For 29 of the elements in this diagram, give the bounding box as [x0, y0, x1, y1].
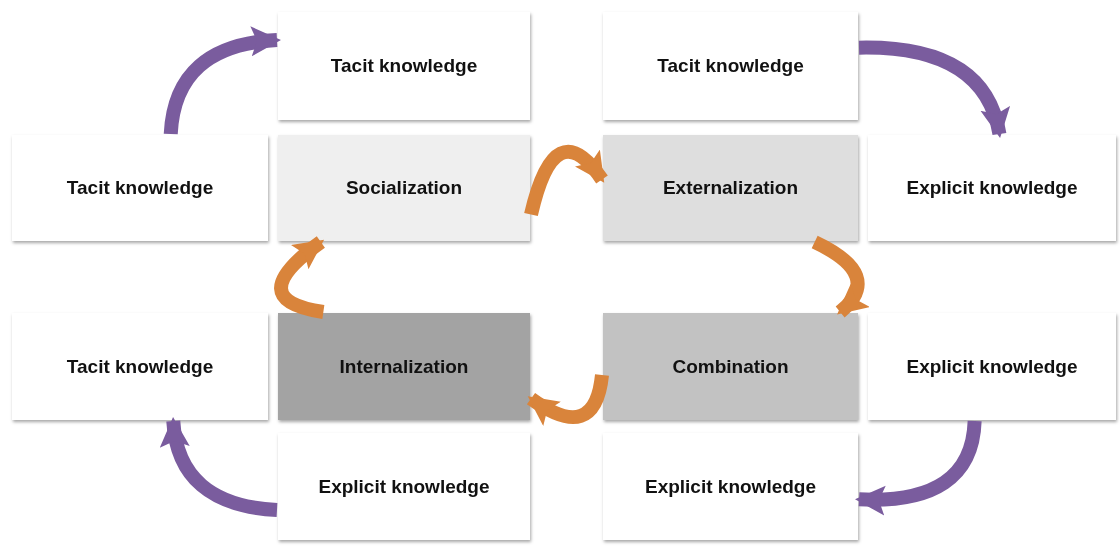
curved-arrow	[855, 420, 982, 515]
stage-box	[278, 135, 530, 241]
stage-box	[603, 313, 858, 420]
stage-box	[603, 135, 858, 241]
curved-arrow	[858, 40, 1009, 138]
box-label: Tacit knowledge	[330, 55, 478, 77]
knowledge-box	[603, 12, 858, 120]
box-label: Socialization	[345, 177, 463, 199]
box-label: Explicit knowledge	[318, 475, 490, 498]
box-label: Combination	[672, 355, 789, 378]
knowledge-box	[12, 313, 268, 420]
knowledge-box	[278, 433, 530, 540]
knowledge-box	[868, 313, 1116, 420]
box-label: Explicit knowledge	[644, 475, 816, 498]
box-label: Tacit knowledge	[657, 55, 804, 77]
box-label: Internalization	[339, 355, 469, 378]
knowledge-box	[278, 12, 530, 120]
stage-box	[278, 313, 530, 420]
box-label: Tacit knowledge	[66, 355, 214, 378]
knowledge-box	[868, 135, 1116, 241]
knowledge-box	[603, 433, 858, 540]
box-label: Explicit knowledge	[906, 355, 1078, 378]
curved-arrow	[163, 27, 281, 135]
curved-arrow	[274, 236, 326, 319]
box-label: Externalization	[662, 177, 799, 199]
box-label: Tacit knowledge	[66, 177, 214, 199]
knowledge-box	[12, 135, 268, 241]
box-label: Explicit knowledge	[906, 177, 1078, 199]
curved-arrow	[161, 417, 278, 517]
